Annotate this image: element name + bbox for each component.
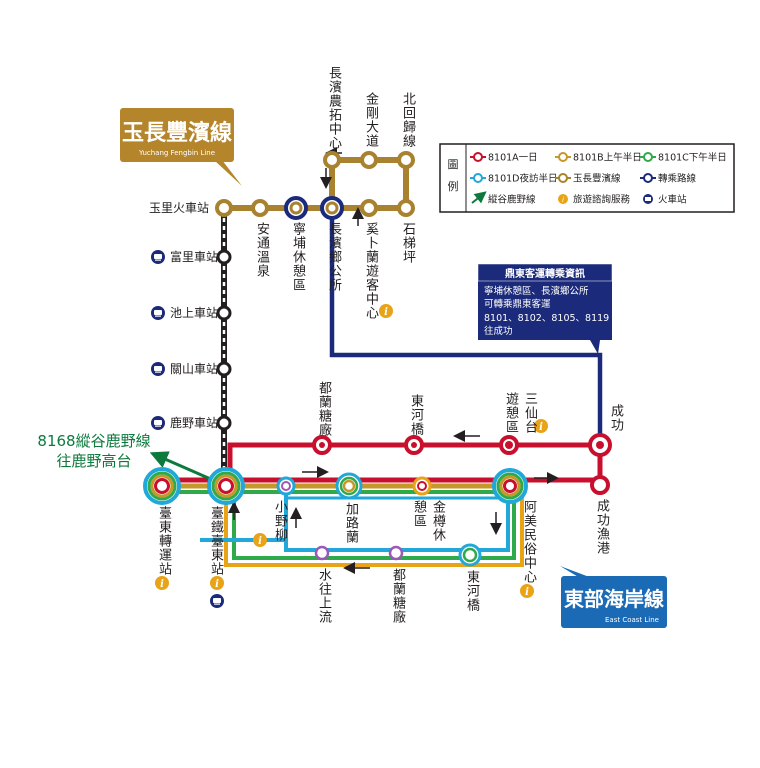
info-icons: i i i i i i: [155, 304, 548, 598]
svg-text:i: i: [215, 579, 219, 590]
station-node-fuli: [216, 249, 232, 265]
svg-text:i: i: [160, 579, 164, 590]
branch-8168-label: 8168縱谷鹿野線 往鹿野高台: [37, 432, 150, 470]
east-banner-title: 東部海岸線: [564, 587, 664, 611]
legend-info-icon: [558, 194, 568, 204]
station-node-taitung-rail: [207, 467, 245, 505]
legend-item: i 旅遊諮詢服務: [558, 194, 631, 206]
transfer-line-2: 可轉乘鼎東客運: [484, 298, 551, 310]
yuchang-banner-subtitle: Yuchang Fengbin Line: [138, 149, 215, 157]
east-coast-banner: 東部海岸線 East Coast Line: [560, 566, 667, 628]
station-node-baxian-top: [323, 151, 341, 169]
station-node-shuiwang: [314, 545, 330, 561]
legend-item: 轉乘路線: [640, 173, 697, 185]
yuchang-banner-title: 玉長豐濱線: [122, 120, 232, 146]
route-transfer: [329, 208, 603, 445]
legend: 圖 例 8101A一日 8101B上午半日 8101C下午半日 8101D夜訪半日 玉長…: [439, 143, 735, 213]
legend-label: 轉乘路線: [658, 173, 697, 185]
info-icon: i: [534, 419, 548, 433]
station-node-dulan-bottom: [388, 545, 404, 561]
yuchang-banner: 玉長豐濱線 Yuchang Fengbin Line: [120, 108, 242, 186]
route-yuchang: [224, 157, 409, 211]
station-node-jinzun: [412, 476, 432, 496]
station-nodes: [143, 151, 612, 567]
train-icon: [151, 362, 165, 376]
legend-swatch: [473, 173, 483, 183]
legend-swatch: [473, 152, 483, 162]
station-node-amis: [492, 468, 528, 504]
legend-item: 8101C下午半日: [640, 152, 727, 164]
svg-text:i: i: [258, 536, 262, 547]
legend-arrow-icon: [471, 191, 487, 204]
info-icon: i: [253, 533, 267, 547]
transfer-line-4: 往成功: [484, 325, 513, 337]
station-labels: 玉里火車站 富里車站 池上車站 關山車站 鹿野車站: [149, 201, 218, 430]
legend-item: 火車站: [643, 194, 687, 206]
station-node-luye: [216, 415, 232, 431]
train-icon: [210, 594, 224, 608]
legend-swatch: [558, 173, 568, 183]
legend-label: 火車站: [658, 194, 687, 206]
legend-label: 玉長豐濱線: [573, 173, 621, 185]
info-icon: i: [210, 576, 224, 590]
legend-label: 旅遊諮詢服務: [573, 194, 631, 206]
station-node-beihuigui: [397, 151, 415, 169]
legend-heading-2: 例: [448, 179, 459, 193]
info-icon: i: [155, 576, 169, 590]
info-icon: i: [379, 304, 393, 318]
legend-label: 8101C下午半日: [658, 152, 727, 164]
legend-item: 8101D夜訪半日: [470, 173, 558, 185]
legend-label: 8101B上午半日: [573, 152, 642, 164]
train-icon: [151, 306, 165, 320]
station-node-jingang: [360, 151, 378, 169]
transfer-info-box: 鼎東客運轉乘資訊 寧埔休憩區、長濱鄉公所 可轉乘鼎東客運 8101、8102、8…: [477, 263, 613, 354]
legend-label: 8101A一日: [488, 153, 538, 164]
legend-swatch: [643, 152, 653, 162]
legend-swatch: [558, 152, 568, 162]
station-node-yuli: [215, 199, 233, 217]
branch-label-line1: 8168縱谷鹿野線: [37, 432, 150, 450]
svg-text:i: i: [384, 307, 388, 318]
legend-item: 8101A一日: [470, 152, 538, 164]
svg-text:i: i: [525, 587, 529, 598]
legend-item: 玉長豐濱線: [555, 173, 621, 185]
station-node-antong: [251, 199, 269, 217]
transfer-line-1: 寧埔休憩區、長濱鄉公所: [484, 285, 589, 297]
legend-label: 縱谷鹿野線: [488, 194, 536, 206]
station-node-taitung-transfer: [143, 467, 181, 505]
svg-text:i: i: [539, 422, 543, 433]
station-node-chenggong-port: [590, 475, 610, 495]
station-node-shitiping: [397, 199, 415, 217]
station-node-jialulan: [335, 472, 363, 500]
info-icon: i: [520, 584, 534, 598]
station-node-xiaoyeliu: [276, 476, 296, 496]
legend-swatch: [643, 173, 653, 183]
train-icon: [151, 416, 165, 430]
label-yuli: 玉里火車站: [149, 201, 209, 215]
station-node-donghe-bottom: [458, 543, 482, 567]
station-node-guanshan: [216, 361, 232, 377]
transfer-line-3: 8101、8102、8105、8119: [484, 313, 609, 324]
branch-label-line2: 往鹿野高台: [56, 452, 131, 470]
transfer-title: 鼎東客運轉乘資訊: [505, 267, 585, 280]
station-node-chishang: [216, 305, 232, 321]
label-chishang: 池上車站: [170, 306, 218, 320]
label-guanshan: 關山車站: [170, 362, 218, 376]
label-fuli: 富里車站: [170, 249, 218, 264]
legend-label: 8101D夜訪半日: [488, 173, 558, 185]
label-luye: 鹿野車站: [170, 415, 218, 430]
east-banner-subtitle: East Coast Line: [605, 616, 659, 624]
train-station-icons: [151, 250, 224, 608]
station-node-xiabulan: [360, 199, 378, 217]
legend-item: 8101B上午半日: [555, 152, 642, 164]
train-icon: [151, 250, 165, 264]
legend-item: 縱谷鹿野線: [471, 191, 536, 206]
svg-text:i: i: [562, 196, 564, 204]
legend-heading-1: 圖: [448, 158, 459, 171]
